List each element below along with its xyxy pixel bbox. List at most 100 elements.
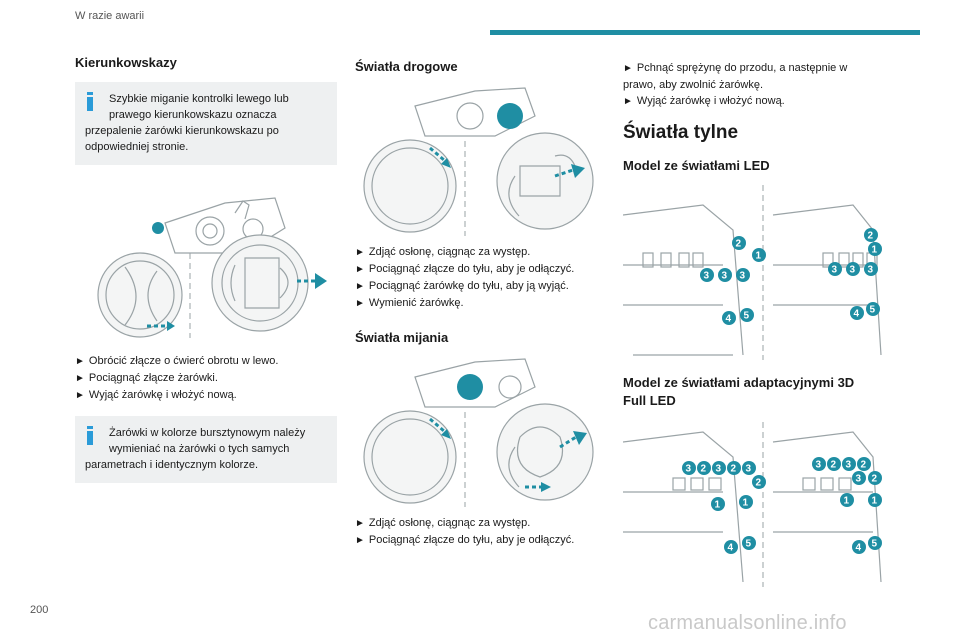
svg-text:5: 5 bbox=[870, 305, 876, 316]
info-box-amber-bulbs: Żarówki w kolorze bursztynowym należy wy… bbox=[75, 416, 337, 483]
step-item: prawo, aby zwolnić żarówkę. bbox=[623, 79, 764, 91]
badge-3: 3 bbox=[846, 262, 860, 276]
step-item: ►Zdjąć osłonę, ciągnąc za występ. bbox=[355, 246, 531, 258]
high-beam-illustration bbox=[363, 87, 594, 236]
header-accent-bar bbox=[490, 30, 920, 35]
watermark: carmanualsonline.info bbox=[648, 612, 847, 634]
svg-text:2: 2 bbox=[831, 460, 837, 471]
step-item: ►Pociągnąć złącze do tyłu, aby je odłącz… bbox=[355, 263, 575, 275]
badge-4: 4 bbox=[724, 540, 738, 554]
low-beam-steps: ►Zdjąć osłonę, ciągnąc za występ. ►Pocią… bbox=[355, 515, 605, 549]
arrow-icon: ► bbox=[75, 373, 85, 384]
badge-5: 5 bbox=[868, 536, 882, 550]
svg-text:3: 3 bbox=[846, 460, 852, 471]
svg-text:4: 4 bbox=[856, 543, 862, 554]
badge-2: 2 bbox=[827, 457, 841, 471]
badge-3: 3 bbox=[736, 268, 750, 282]
badge-2: 2 bbox=[868, 471, 882, 485]
rear-full-led-diagram: 3 2 3 2 3 2 1 1 4 5 3 2 3 2 3 2 1 1 4 5 bbox=[623, 422, 882, 587]
svg-text:1: 1 bbox=[756, 251, 762, 262]
page-number: 200 bbox=[30, 604, 49, 616]
step-item: ►Wyjąć żarówkę i włożyć nową. bbox=[75, 389, 237, 401]
badge-1: 1 bbox=[711, 497, 725, 511]
badge-1: 1 bbox=[739, 495, 753, 509]
arrow-icon: ► bbox=[355, 518, 365, 529]
badge-3: 3 bbox=[700, 268, 714, 282]
svg-text:2: 2 bbox=[756, 478, 762, 489]
step-item: ►Zdjąć osłonę, ciągnąc za występ. bbox=[355, 517, 531, 529]
svg-text:1: 1 bbox=[715, 500, 721, 511]
badge-2: 2 bbox=[857, 457, 871, 471]
low-beam-title: Światła mijania bbox=[355, 330, 449, 345]
svg-text:2: 2 bbox=[868, 231, 874, 242]
badge-5: 5 bbox=[740, 308, 754, 322]
subtitle-line: Full LED bbox=[623, 393, 676, 408]
low-beam-illustration bbox=[363, 358, 594, 507]
rear-lights-heading: Światła tylne bbox=[623, 122, 739, 143]
badge-3: 3 bbox=[682, 461, 696, 475]
badge-1: 1 bbox=[868, 242, 882, 256]
info-text-line: odpowiedniej stronie. bbox=[85, 141, 189, 153]
badge-2: 2 bbox=[727, 461, 741, 475]
svg-text:3: 3 bbox=[740, 271, 746, 282]
badge-3: 3 bbox=[864, 262, 878, 276]
column-headlights: Światła drogowe ►Zdjąć osłonę, ciągnąc z… bbox=[355, 55, 605, 549]
svg-text:3: 3 bbox=[716, 464, 722, 475]
svg-text:3: 3 bbox=[868, 265, 874, 276]
arrow-icon: ► bbox=[355, 298, 365, 309]
svg-text:3: 3 bbox=[704, 271, 710, 282]
step-item: ►Obrócić złącze o ćwierć obrotu w lewo. bbox=[75, 355, 279, 367]
step-item: ►Pchnąć sprężynę do przodu, a następnie … bbox=[623, 62, 848, 74]
info-text-line: Szybkie miganie kontrolki lewego lub bbox=[109, 93, 289, 105]
badge-3: 3 bbox=[852, 471, 866, 485]
svg-text:4: 4 bbox=[726, 314, 732, 325]
arrow-icon: ► bbox=[355, 247, 365, 258]
badge-3: 3 bbox=[718, 268, 732, 282]
led-model-subtitle: Model ze światłami LED bbox=[623, 158, 770, 173]
badge-5: 5 bbox=[742, 536, 756, 550]
svg-text:5: 5 bbox=[746, 539, 752, 550]
svg-text:3: 3 bbox=[832, 265, 838, 276]
arrow-icon: ► bbox=[623, 96, 633, 107]
bulb-release-steps: ►Pchnąć sprężynę do przodu, a następnie … bbox=[623, 60, 883, 110]
arrow-icon: ► bbox=[75, 390, 85, 401]
badge-3: 3 bbox=[828, 262, 842, 276]
svg-text:2: 2 bbox=[736, 239, 742, 250]
info-text-line: parametrach i identycznym kolorze. bbox=[85, 459, 259, 471]
svg-text:4: 4 bbox=[728, 543, 734, 554]
badge-4: 4 bbox=[722, 311, 736, 325]
svg-text:3: 3 bbox=[686, 464, 692, 475]
badge-1: 1 bbox=[752, 248, 766, 262]
step-item: ►Pociągnąć żarówkę do tyłu, aby ją wyjąć… bbox=[355, 280, 569, 292]
arrow-icon: ► bbox=[355, 264, 365, 275]
svg-text:3: 3 bbox=[746, 464, 752, 475]
arrow-icon: ► bbox=[623, 63, 633, 74]
info-text-line: prawego kierunkowskazu oznacza bbox=[109, 109, 277, 121]
badge-5: 5 bbox=[866, 302, 880, 316]
arrow-icon: ► bbox=[355, 535, 365, 546]
arrow-icon: ► bbox=[355, 281, 365, 292]
svg-text:2: 2 bbox=[872, 474, 878, 485]
turn-signals-title: Kierunkowskazy bbox=[75, 55, 177, 70]
arrow-icon: ► bbox=[75, 356, 85, 367]
svg-text:1: 1 bbox=[872, 245, 878, 256]
column-rear-lights: ►Pchnąć sprężynę do przodu, a następnie … bbox=[623, 60, 883, 587]
adaptive-led-model-subtitle: Model ze światłami adaptacyjnymi 3D Full… bbox=[623, 374, 883, 410]
turn-signal-bulb-illustration bbox=[97, 197, 327, 338]
badge-3: 3 bbox=[812, 457, 826, 471]
step-item: ►Wyjąć żarówkę i włożyć nową. bbox=[623, 95, 785, 107]
svg-text:2: 2 bbox=[861, 460, 867, 471]
svg-text:3: 3 bbox=[722, 271, 728, 282]
svg-text:3: 3 bbox=[850, 265, 856, 276]
svg-text:5: 5 bbox=[744, 311, 750, 322]
subtitle-line: Model ze światłami adaptacyjnymi 3D bbox=[623, 375, 855, 390]
high-beam-steps: ►Zdjąć osłonę, ciągnąc za występ. ►Pocią… bbox=[355, 244, 605, 312]
badge-2: 2 bbox=[864, 228, 878, 242]
info-text-line: Żarówki w kolorze bursztynowym należy bbox=[109, 427, 306, 439]
turn-signal-steps: ►Obrócić złącze o ćwierć obrotu w lewo. … bbox=[75, 353, 337, 404]
badge-1: 1 bbox=[840, 493, 854, 507]
info-text-line: wymieniać na żarówki o tych samych bbox=[109, 443, 290, 455]
badge-3: 3 bbox=[842, 457, 856, 471]
svg-text:1: 1 bbox=[872, 496, 878, 507]
info-text-line: przepalenie żarówki kierunkowskazu po bbox=[85, 125, 279, 137]
